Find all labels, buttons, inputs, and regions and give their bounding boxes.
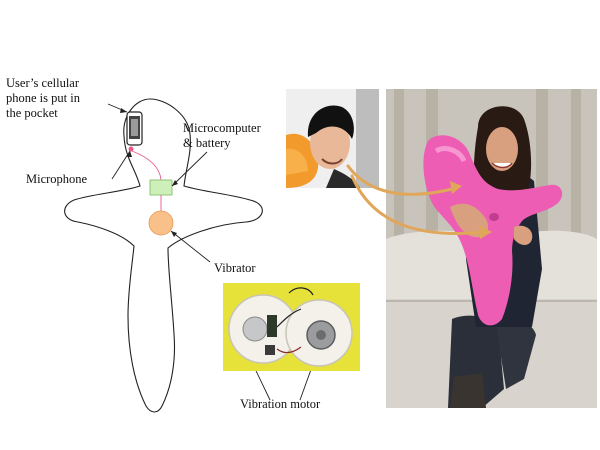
microcomputer-pointer xyxy=(171,151,208,187)
phone-pocket-line-2: phone is put in xyxy=(6,91,80,105)
microphone-pointer xyxy=(111,150,131,180)
arrowhead-upper xyxy=(450,181,462,194)
microphone-label: Microphone xyxy=(26,172,88,186)
body-outline xyxy=(64,98,263,413)
wire xyxy=(131,150,162,181)
phone-pocket-label: User’s cellular phone is put in the pock… xyxy=(6,76,80,121)
woman-photo xyxy=(386,89,597,408)
phone-pocket-line-1: User’s cellular xyxy=(6,76,80,90)
phone-pocket-line-3: the pocket xyxy=(6,106,58,120)
vibrator-label: Vibrator xyxy=(214,261,256,275)
microcomputer-line-1: Microcomputer xyxy=(183,121,261,135)
vibrator-pointer xyxy=(170,230,211,263)
vibrator-circle xyxy=(148,210,174,236)
arrowhead-lower xyxy=(480,226,492,239)
microcomputer-label: Microcomputer & battery xyxy=(183,121,261,151)
motor-photo xyxy=(223,283,360,371)
microphone-marker xyxy=(128,146,134,152)
microcomputer-line-2: & battery xyxy=(183,136,231,150)
vibration-motor-label: Vibration motor xyxy=(240,397,321,411)
man-photo xyxy=(286,89,379,188)
arrow-lower xyxy=(350,174,488,236)
arrow-upper xyxy=(346,164,458,196)
phone-icon xyxy=(126,111,143,146)
